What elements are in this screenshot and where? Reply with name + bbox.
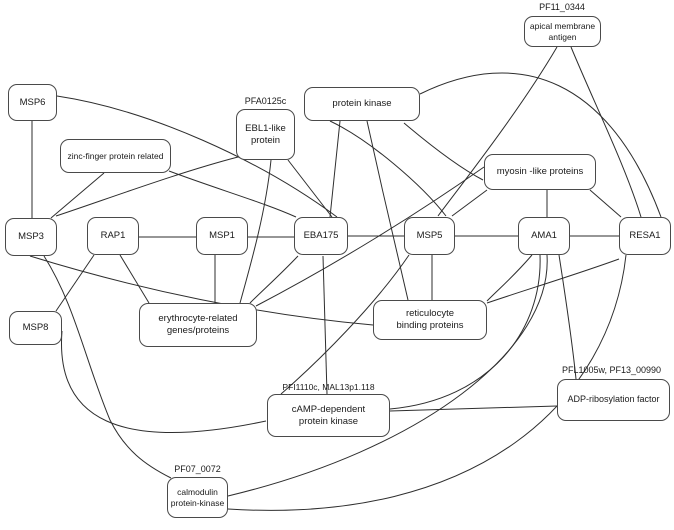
edge-camp-adp (389, 405, 558, 412)
node-msp6: MSP6 (8, 84, 57, 121)
edge-antigen-resa1 (570, 46, 642, 218)
edge-pk-myosin (403, 122, 484, 181)
edge-resa1-calmod (227, 254, 627, 511)
node-eba175: EBA175 (294, 217, 348, 255)
node-erythrocyte-related-genes-proteins: erythrocyte-related genes/proteins (139, 303, 257, 347)
edge-ebl1-msp3 (55, 156, 239, 217)
edge-zinc-msp3 (50, 172, 105, 219)
node-msp8: MSP8 (9, 311, 62, 345)
node-adp-ribosylation-factor: ADP-ribosylation factor (557, 379, 670, 421)
edge-ama1-reticulo (486, 254, 533, 302)
node-msp5: MSP5 (404, 217, 455, 255)
node-calmodulin-protein-kinase: calmodulin protein-kinase (167, 477, 228, 518)
edge-ebl1-erythro (239, 159, 272, 304)
edge-msp3-reticulo (29, 255, 374, 326)
node-apical-membrane-antigen: apical membrane antigen (524, 16, 601, 47)
tag-pf07-0072: PF07_0072 (174, 464, 221, 474)
edge-ama1-adp (558, 254, 577, 380)
edge-rap1-erythro (119, 254, 150, 304)
node-myosin-like-proteins: myosin -like proteins (484, 154, 596, 190)
edge-eba175-erythro (249, 255, 299, 304)
node-camp-dependent-protein-kinase: cAMP-dependent protein kinase (267, 394, 390, 437)
edge-msp3-calmod (43, 255, 172, 479)
node-rap1: RAP1 (87, 217, 139, 255)
edge-msp8-camp (61, 330, 267, 433)
edge-eba175-camp (322, 255, 328, 395)
edge-myosin-msp5 (451, 189, 488, 217)
edge-msp5-camp (280, 254, 410, 395)
node-resa1: RESA1 (619, 217, 671, 255)
node-ebl1-like-protein: EBL1-like protein (236, 109, 295, 160)
node-zinc-finger-protein-related: zinc-finger protein related (60, 139, 171, 173)
node-msp1: MSP1 (196, 217, 248, 255)
edge-ebl1-eba175 (287, 159, 333, 218)
tag-pfl1005w: PFL1005w, PF13_00990 (561, 365, 662, 375)
edge-ama1-calmod (227, 254, 548, 497)
edge-resa1-reticulo (486, 258, 620, 304)
edge-msp6-eba175 (56, 95, 338, 218)
edge-zinc-eba175 (168, 170, 297, 218)
node-protein-kinase: protein kinase (304, 87, 420, 121)
edge-antigen-msp5 (437, 46, 558, 217)
tag-pfa0125c: PFA0125c (244, 96, 287, 106)
tag-pfi1110c: PFI1110c, MAL13p1.118 (282, 382, 375, 392)
edge-msp8-rap1 (55, 254, 95, 312)
tag-pf11-0344: PF11_0344 (539, 2, 585, 12)
node-reticulocyte-binding-proteins: reticulocyte binding proteins (373, 300, 487, 340)
node-ama1: AMA1 (518, 217, 570, 255)
edge-pk-eba175 (329, 120, 341, 218)
edge-pk-msp5 (329, 120, 447, 217)
node-msp3: MSP3 (5, 218, 57, 256)
edge-pk-reticulo (366, 120, 409, 301)
edge-erythro-myosin (255, 166, 485, 307)
edge-myosin-resa1 (589, 189, 622, 218)
edge-pk-resa1 (419, 72, 662, 218)
